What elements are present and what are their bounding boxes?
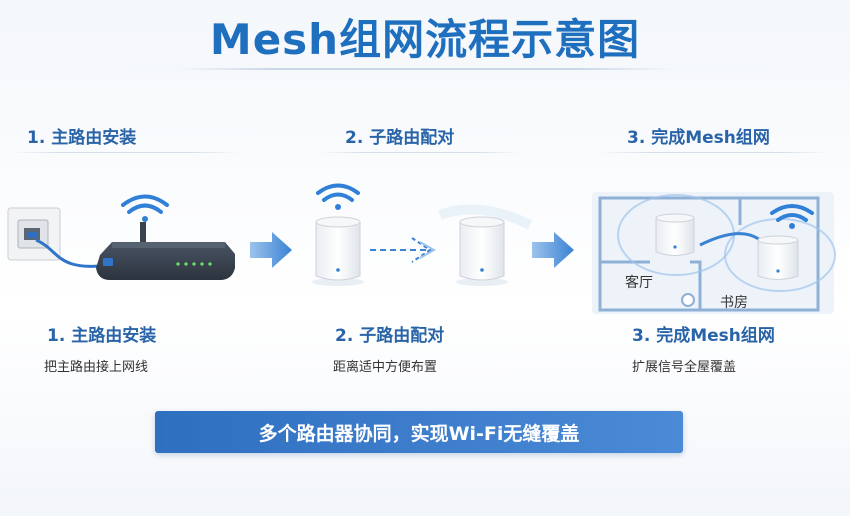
arrow-right-icon-2 [532,232,574,268]
pairing-arrow-icon [370,237,437,263]
step1-description: 把主路由接上网线 [44,360,149,375]
step2-description: 距离适中方便布置 [333,360,438,375]
main-router-icon [96,222,235,280]
room-label-study: 书房 [720,295,748,311]
wifi-icon-coverage [770,204,814,229]
floor-plan-icon [592,192,836,314]
mesh-node-icon-living [655,213,695,256]
step3-heading: 3. 完成Mesh组网 [627,128,770,148]
mesh-node-icon-secondary [459,216,505,281]
step2-label: 2. 子路由配对 [335,326,445,346]
step3-heading-divider [600,152,830,153]
network-cable-icon [35,238,111,268]
step2-heading: 2. 子路由配对 [345,128,455,148]
step2-heading-divider [320,152,520,153]
step3-label: 3. 完成Mesh组网 [632,326,775,346]
mesh-node-icon-study [757,235,799,280]
arrow-right-icon-1 [250,232,292,268]
wifi-icon-node [316,183,360,210]
step3-description: 扩展信号全屋覆盖 [632,360,737,375]
mesh-node-icon-primary [315,216,361,281]
summary-banner: 多个路由器协同，实现Wi-Fi无缝覆盖 [155,411,683,453]
page-title: Mesh组网流程示意图 [209,15,641,64]
step1-heading-divider [10,152,240,153]
room-label-living: 客厅 [625,275,653,291]
wifi-icon-router [121,194,169,222]
step1-label: 1. 主路由安装 [47,326,157,346]
step1-heading: 1. 主路由安装 [27,128,137,148]
title-divider [175,68,675,70]
